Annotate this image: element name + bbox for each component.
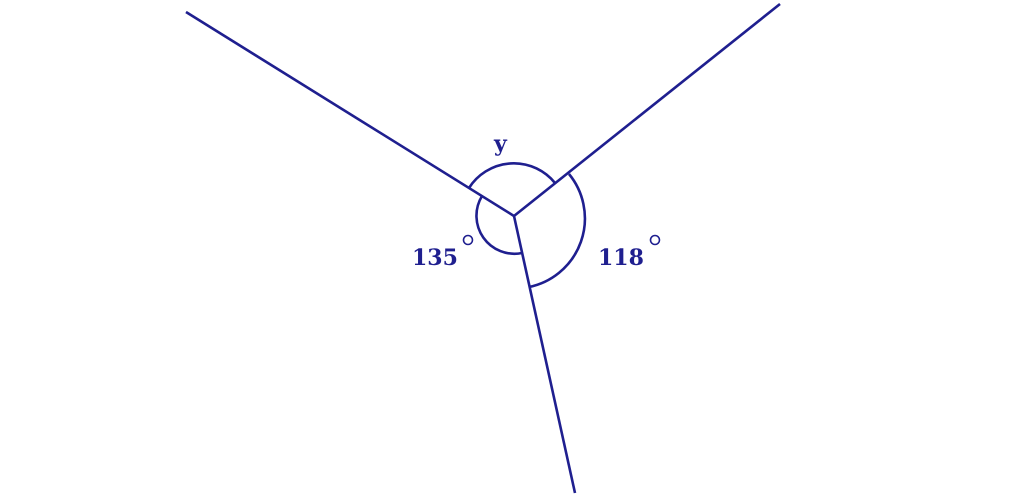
ray-upper-left [185,10,515,218]
arc-angle-118 [528,173,587,289]
ray-upper-right [513,2,781,218]
rays [185,2,781,494]
arc-angle-135 [475,195,523,255]
angle-labels: y 135 118 [412,131,661,271]
label-angle-135: 135 [412,245,458,271]
label-angle-118: 118 [598,245,644,271]
ray-down [512,215,577,494]
degree-symbol-118 [649,234,661,246]
label-angle-y: y [493,131,508,157]
degree-symbol-135 [462,234,474,246]
arc-angle-y [467,162,557,189]
angle-arcs [467,162,587,289]
